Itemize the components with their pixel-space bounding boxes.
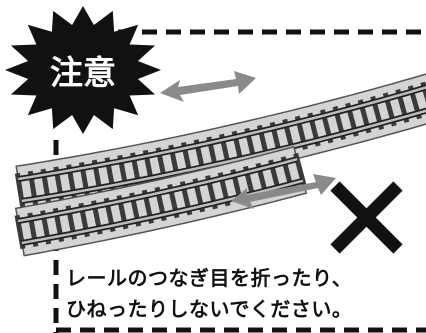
- caption-line-2: ひねったりしないでください。: [66, 297, 353, 321]
- caption-line-1: レールのつなぎ目を折ったり、: [66, 266, 353, 290]
- track-segment-upper: [14, 73, 426, 215]
- double-arrow-icon: [231, 174, 336, 209]
- track-segment-lower: [14, 145, 308, 257]
- double-arrow-icon: [160, 71, 256, 102]
- x-mark-icon: [330, 181, 403, 254]
- badge-label: 注意: [50, 53, 116, 92]
- starburst-warning-icon: 注意: [5, 6, 161, 134]
